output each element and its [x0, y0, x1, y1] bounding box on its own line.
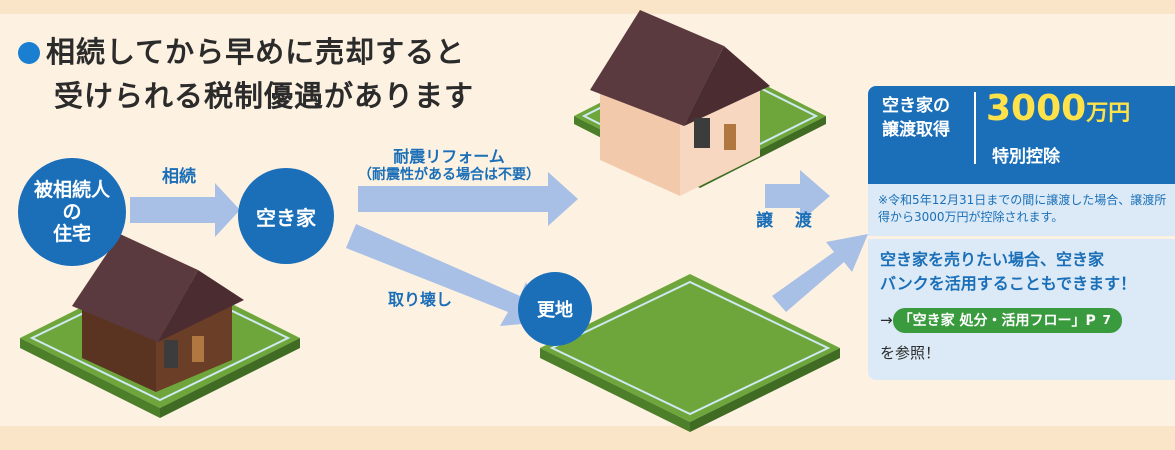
headline-line1: 相続してから早めに売却すると: [46, 35, 466, 69]
reference-arrow: →: [880, 311, 893, 329]
top-band: [0, 0, 1175, 14]
empty-house-node: 空き家: [238, 168, 334, 264]
see-text: を参照！: [880, 344, 941, 362]
reform-label: 耐震リフォーム （耐震性がある場合は不要）: [358, 148, 540, 184]
panel-title-line2: 譲渡取得: [882, 120, 950, 140]
vacant-lot-illustration: [540, 274, 840, 432]
inherited-house-illustration: [20, 234, 300, 418]
reform-note: （耐震性がある場合は不要）: [358, 167, 540, 183]
special-deduction-label: 特別控除: [992, 147, 1060, 167]
vacant-lot-node: 更地: [518, 272, 592, 346]
panel-separator: [868, 236, 1175, 239]
origin-line3: 住宅: [52, 223, 91, 245]
reformed-house-illustration: [574, 10, 826, 196]
bank-line1: 空き家を売りたい場合、空き家: [880, 250, 1105, 269]
arrow-transfer: [765, 170, 830, 222]
origin-line1: 被相続人: [33, 179, 110, 201]
reference-page: P: [1085, 313, 1096, 329]
amount-number: 3000: [986, 88, 1087, 129]
arrow-inherit: [130, 183, 240, 237]
inherit-label: 相続: [162, 167, 196, 187]
flow-arrows: [130, 170, 868, 326]
bottom-band: [0, 426, 1175, 450]
panel-header: 空き家の 譲渡取得 3000万円 特別控除: [868, 86, 1175, 184]
inherited-home-node: 被相続人 の 住宅: [18, 158, 126, 266]
reform-title: 耐震リフォーム: [393, 147, 505, 166]
deduction-note: ※令和5年12月31日までの間に譲渡した場合、譲渡所得から3000万円が控除され…: [878, 193, 1167, 224]
arrow-lot-to-panel: [772, 234, 868, 312]
page-number-badge: 7: [1097, 311, 1116, 329]
headline-line2: 受けられる税制優遇があります: [54, 79, 475, 113]
bullet-icon: [18, 42, 40, 64]
tax-benefit-panel: 空き家の 譲渡取得 3000万円 特別控除 ※令和5年12月31日までの間に譲渡…: [868, 86, 1175, 380]
arrow-demolish: [346, 224, 545, 326]
panel-divider: [974, 92, 976, 164]
panel-title: 空き家の 譲渡取得: [882, 94, 950, 142]
origin-line2: の: [62, 201, 82, 223]
arrow-reform: [358, 172, 578, 226]
panel-title-line1: 空き家の: [882, 96, 950, 116]
headline: 相続してから早めに売却すると 受けられる税制優遇があります: [18, 30, 474, 118]
demolish-label: 取り壊し: [388, 290, 453, 309]
akiya-bank-text: 空き家を売りたい場合、空き家 バンクを活用することもできます！: [880, 248, 1136, 296]
amount-unit: 万円: [1086, 101, 1131, 126]
transfer-label: 譲 渡: [756, 211, 820, 231]
deduction-amount: 3000万円: [986, 88, 1130, 129]
bank-line2: バンクを活用することもできます！: [880, 274, 1137, 293]
reference-tag-text: 「空き家 処分・活用フロー」: [898, 313, 1086, 329]
